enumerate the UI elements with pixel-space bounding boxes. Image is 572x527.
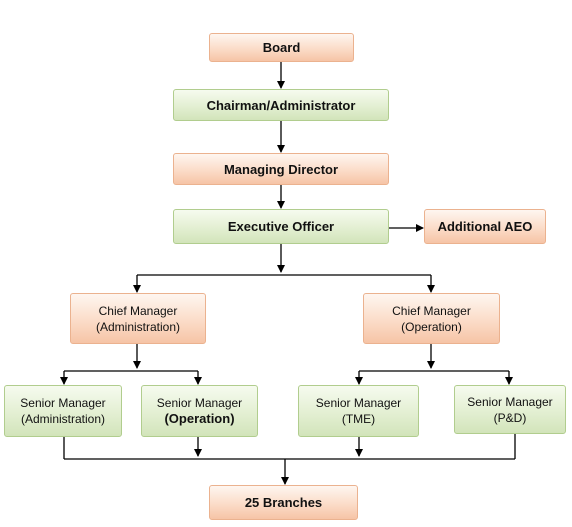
node-label-line: Chief Manager	[98, 303, 178, 318]
node-label-line: Executive Officer	[227, 219, 335, 234]
node-senior-manager-operation: Senior Manager(Operation)	[141, 385, 258, 437]
node-label-line: (Operation)	[401, 319, 462, 334]
node-senior-manager-administration: Senior Manager (Administration)	[4, 385, 122, 437]
node-additional-aeo: Additional AEO	[424, 209, 546, 244]
node-label-line: Chief Manager	[392, 303, 471, 318]
node-chief-manager-operation: Chief Manager(Operation)	[363, 293, 500, 344]
node-chief-manager-administration: Chief Manager(Administration)	[70, 293, 206, 344]
node-label-line: Senior Manager	[467, 394, 553, 409]
node-label-line: (P&D)	[493, 410, 527, 425]
node-25-branches: 25 Branches	[209, 485, 358, 520]
node-label-line: Managing Director	[223, 161, 339, 177]
node-label-line: (Administration)	[20, 412, 106, 426]
node-executive-officer: Executive Officer	[173, 209, 389, 244]
node-chairman-administrator: Chairman/Administrator	[173, 89, 389, 121]
node-senior-manager-pd: Senior Manager(P&D)	[454, 385, 566, 434]
node-label-line: Board	[262, 40, 301, 55]
node-managing-director: Managing Director	[173, 153, 389, 185]
node-label-line: (Administration)	[95, 319, 181, 334]
node-label-line: Senior Manager	[156, 396, 243, 410]
node-board: Board	[209, 33, 354, 62]
node-label-line: Senior Manager	[315, 396, 402, 410]
node-senior-manager-tme: Senior Manager (TME)	[298, 385, 419, 437]
node-label-line: Chairman/Administrator	[206, 97, 356, 113]
node-label-line: 25 Branches	[244, 495, 323, 510]
node-label-line: Senior Manager	[20, 396, 106, 410]
node-label-line: Additional AEO	[437, 219, 533, 234]
node-label-line: (Operation)	[164, 411, 235, 426]
node-label-line: (TME)	[341, 412, 376, 426]
